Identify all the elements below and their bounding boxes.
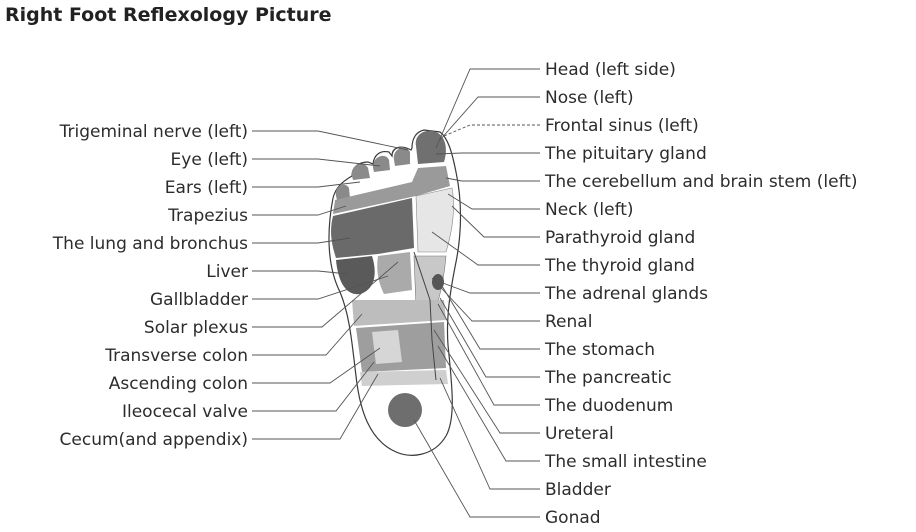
leader-ureteral (433, 329, 540, 434)
leader-ears (252, 181, 361, 188)
adrenal-gland (432, 274, 444, 290)
toe-5 (335, 184, 350, 200)
label-neck: Neck (left) (545, 200, 634, 220)
label-liver: Liver (206, 262, 248, 282)
left-leader-lines (252, 130, 409, 440)
leader-transverse-colon (252, 313, 363, 356)
leader-neck (447, 193, 540, 210)
label-cecum: Cecum(and appendix) (60, 430, 248, 450)
label-duodenum: The duodenum (544, 396, 673, 416)
label-renal: Renal (545, 312, 592, 332)
leader-trapezius (252, 205, 347, 216)
toe-base-band (333, 166, 450, 214)
label-ears: Ears (left) (165, 178, 248, 198)
label-lung-bronchus: The lung and bronchus (52, 234, 248, 254)
left-labels: Trigeminal nerve (left) Eye (left) Ears … (52, 122, 248, 450)
leader-cerebellum-brain-stem (445, 177, 540, 182)
leader-stomach (441, 285, 540, 350)
leader-duodenum (437, 303, 540, 406)
label-parathyroid-gland: Parathyroid gland (545, 228, 695, 248)
label-solar-plexus: Solar plexus (144, 318, 248, 338)
leader-eye (252, 158, 381, 167)
foot-outline (328, 129, 462, 456)
gonad-heel-circle (388, 393, 422, 427)
label-trigeminal-nerve: Trigeminal nerve (left) (59, 122, 248, 142)
leader-solar-plexus (252, 261, 399, 328)
neck-thyroid-zone (415, 187, 454, 253)
leader-bladder (439, 377, 540, 490)
label-thyroid-gland: The thyroid gland (544, 256, 695, 276)
page-title: Right Foot Reflexology Picture (5, 4, 332, 26)
bladder-zone (360, 370, 448, 386)
label-bladder: Bladder (545, 480, 611, 500)
toe-3 (372, 155, 390, 172)
leader-liver (252, 270, 349, 275)
label-ureteral: Ureteral (545, 424, 614, 444)
leader-trigeminal-nerve (252, 130, 409, 151)
ureter-line (413, 251, 437, 381)
label-trapezius: Trapezius (167, 206, 248, 226)
label-head: Head (left side) (545, 60, 676, 80)
toe-2 (393, 147, 410, 166)
leader-head (435, 68, 540, 149)
leader-cecum (252, 373, 379, 440)
leader-lung-bronchus (252, 237, 351, 244)
leader-frontal-sinus (443, 124, 540, 137)
liver-zone (336, 256, 375, 295)
leader-adrenal-glands (439, 281, 540, 294)
leader-nose (439, 96, 540, 141)
label-cerebellum-brain-stem: The cerebellum and brain stem (left) (544, 172, 858, 192)
leader-parathyroid-gland (451, 205, 540, 238)
leader-ascending-colon (252, 347, 381, 384)
gallbladder-zone (377, 252, 412, 294)
label-adrenal-glands: The adrenal glands (544, 284, 708, 304)
label-frontal-sinus: Frontal sinus (left) (545, 116, 699, 136)
label-stomach: The stomach (544, 340, 655, 360)
right-labels: Head (left side) Nose (left) Frontal sin… (544, 60, 858, 528)
label-pancreatic: The pancreatic (544, 368, 672, 388)
label-small-intestine: The small intestine (544, 452, 707, 472)
leader-small-intestine (437, 345, 540, 462)
label-eye: Eye (left) (171, 150, 248, 170)
leader-pituitary-gland (435, 152, 540, 155)
leader-gonad (413, 419, 540, 518)
label-ileocecal-valve: Ileocecal valve (122, 402, 248, 422)
leader-pancreatic (439, 297, 540, 378)
leader-thyroid-gland (431, 231, 540, 266)
label-gallbladder: Gallbladder (150, 290, 248, 310)
ascending-colon-zone (372, 330, 402, 364)
leader-ileocecal-valve (252, 361, 375, 412)
leader-gallbladder (252, 275, 389, 300)
right-foot-illustration (328, 129, 462, 456)
right-leader-lines (413, 68, 540, 518)
label-gonad: Gonad (545, 508, 601, 528)
lung-zone (331, 198, 414, 258)
label-nose: Nose (left) (545, 88, 634, 108)
toe-4 (351, 163, 370, 180)
label-ascending-colon: Ascending colon (109, 374, 248, 394)
label-transverse-colon: Transverse colon (104, 346, 248, 366)
big-toe (415, 130, 446, 164)
transverse-colon-zone (352, 300, 446, 326)
label-pituitary-gland: The pituitary gland (544, 144, 707, 164)
